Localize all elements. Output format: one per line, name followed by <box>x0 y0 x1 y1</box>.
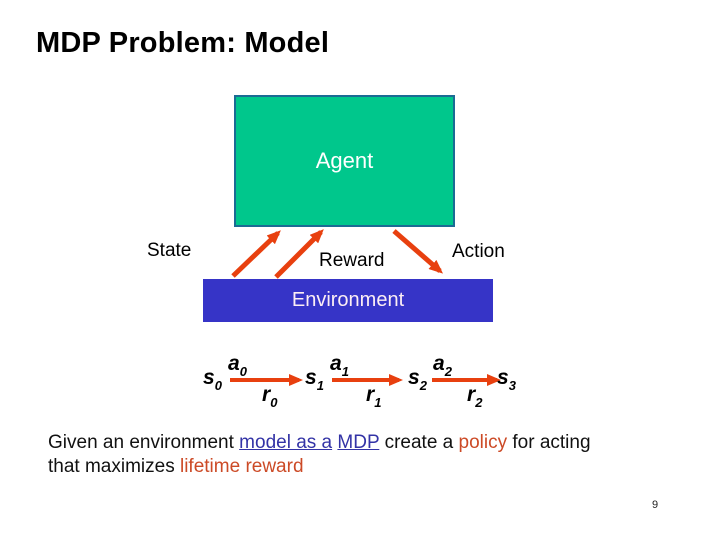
state-s3-sub: 3 <box>508 378 516 393</box>
reward-arrow-icon <box>274 229 324 279</box>
reward-r1-base: r <box>366 383 375 406</box>
reward-label: Reward <box>319 250 385 271</box>
state-s2-sub: 2 <box>419 378 427 393</box>
state-s2-base: s <box>408 366 420 389</box>
caption-text-3: create a <box>379 432 459 453</box>
caption-link-mdp[interactable]: MDP <box>337 432 380 453</box>
environment-label: Environment <box>291 289 405 311</box>
reward-r0-sub: 0 <box>270 395 278 410</box>
action-symbol-a2: a2 <box>433 352 452 379</box>
state-symbol-s2: s2 <box>408 366 427 393</box>
reward-symbol-r0: r0 <box>262 383 277 410</box>
action-a1-base: a <box>330 352 342 375</box>
action-a0-base: a <box>228 352 240 375</box>
agent-box: Agent <box>234 95 455 227</box>
action-a1-sub: 1 <box>341 364 349 379</box>
reward-symbol-r1: r1 <box>366 383 381 410</box>
action-arrow-icon <box>392 229 444 274</box>
reward-r0-base: r <box>262 383 271 406</box>
agent-label: Agent <box>315 148 374 173</box>
caption-highlight-lifetime-reward: lifetime reward <box>179 456 304 477</box>
caption-text-4: for acting <box>507 432 591 453</box>
action-a2-sub: 2 <box>444 364 452 379</box>
state-label: State <box>147 240 192 261</box>
state-symbol-s0: s0 <box>203 366 222 393</box>
caption: Given an environment model as a MDP crea… <box>48 431 648 479</box>
action-a0-sub: 0 <box>239 364 247 379</box>
caption-text-5: that maximizes <box>48 456 180 477</box>
reward-r2-base: r <box>467 383 476 406</box>
caption-text-1: Given an environment <box>48 432 240 453</box>
state-arrow-icon <box>231 230 281 278</box>
state-s0-base: s <box>203 366 215 389</box>
reward-r1-sub: 1 <box>374 395 382 410</box>
caption-line-1: Given an environment model as a MDP crea… <box>48 431 648 455</box>
action-a2-base: a <box>433 352 445 375</box>
reward-symbol-r2: r2 <box>467 383 482 410</box>
state-s1-base: s <box>305 366 317 389</box>
state-symbol-s1: s1 <box>305 366 324 393</box>
caption-link-model-as-a[interactable]: model as a <box>239 432 333 453</box>
action-label: Action <box>452 241 505 262</box>
page-number: 9 <box>652 499 659 511</box>
reward-r2-sub: 2 <box>475 395 483 410</box>
state-symbol-s3: s3 <box>497 366 516 393</box>
state-s3-base: s <box>497 366 509 389</box>
action-symbol-a1: a1 <box>330 352 349 379</box>
caption-highlight-policy: policy <box>458 432 508 453</box>
state-s1-sub: 1 <box>316 378 324 393</box>
caption-line-2: that maximizes lifetime reward <box>48 455 648 479</box>
action-symbol-a0: a0 <box>228 352 247 379</box>
state-s0-sub: 0 <box>214 378 222 393</box>
page-title: MDP Problem: Model <box>36 27 330 59</box>
environment-box: Environment <box>203 279 493 322</box>
